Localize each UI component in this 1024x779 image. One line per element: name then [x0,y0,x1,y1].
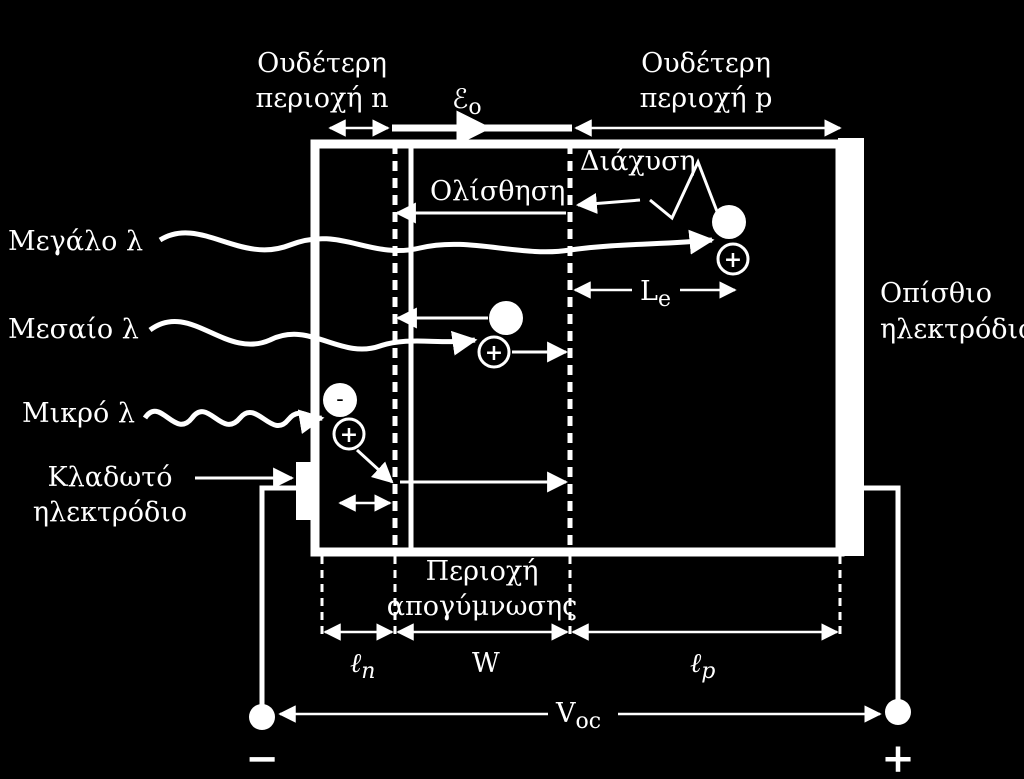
voc-label: Voc [555,698,601,734]
hole-long-sign: + [724,247,742,273]
drift-label: Ολίσθηση [430,176,565,207]
neutral-n-label-2: περιοχή n [256,83,389,114]
back-electrode [838,138,864,556]
neutral-p-label-2: περιοχή p [640,83,773,114]
minus-terminal-label: − [245,735,279,779]
ln-label: ℓn [350,648,375,684]
depletion-label-1: Περιοχή [426,556,539,587]
short-lambda-label: Μικρό λ [22,398,135,429]
medium-lambda-label: Μεσαίο λ [8,314,139,345]
medium-lambda-photon [148,319,478,356]
finger-electrode-label-1: Κλαδωτό [48,462,173,493]
back-electrode-label-2: ηλεκτρόδιο [880,314,1024,345]
short-lambda-photon [142,408,325,435]
finger-electrode [296,462,318,520]
hole-long [716,242,750,276]
plus-terminal-label: + [881,735,915,779]
hole-short [332,417,366,451]
long-lambda-photon [158,229,715,255]
terminal-negative [249,704,275,730]
diffusion-arrow [575,193,641,214]
diffusion-label: Διάχυση [580,146,696,177]
terminal-positive [885,699,911,725]
field-label: ℰo [452,84,482,120]
finger-electrode-label-2: ηλεκτρόδιο [33,497,187,528]
hole-medium [477,335,511,369]
hole-short-diffusion [355,448,394,484]
le-label: Le [640,276,671,312]
lp-label: ℓp [690,648,715,684]
electron-medium [489,301,523,335]
depletion-label-2: απογύμνωσης [387,591,578,622]
hole-short-sign: + [340,422,358,448]
long-lambda-label: Μεγάλο λ [8,226,143,257]
electron-short-sign: - [336,387,343,412]
electron-short [323,383,357,417]
hole-medium-sign: + [485,340,503,366]
wire-positive [864,485,901,705]
neutral-p-label-1: Ουδέτερη [641,48,771,79]
diffusion-path [649,158,720,221]
neutral-n-label-1: Ουδέτερη [257,48,387,79]
electron-long [712,205,746,239]
wire-negative [259,485,296,705]
w-label: W [472,648,500,679]
back-electrode-label-1: Οπίσθιο [880,278,992,309]
